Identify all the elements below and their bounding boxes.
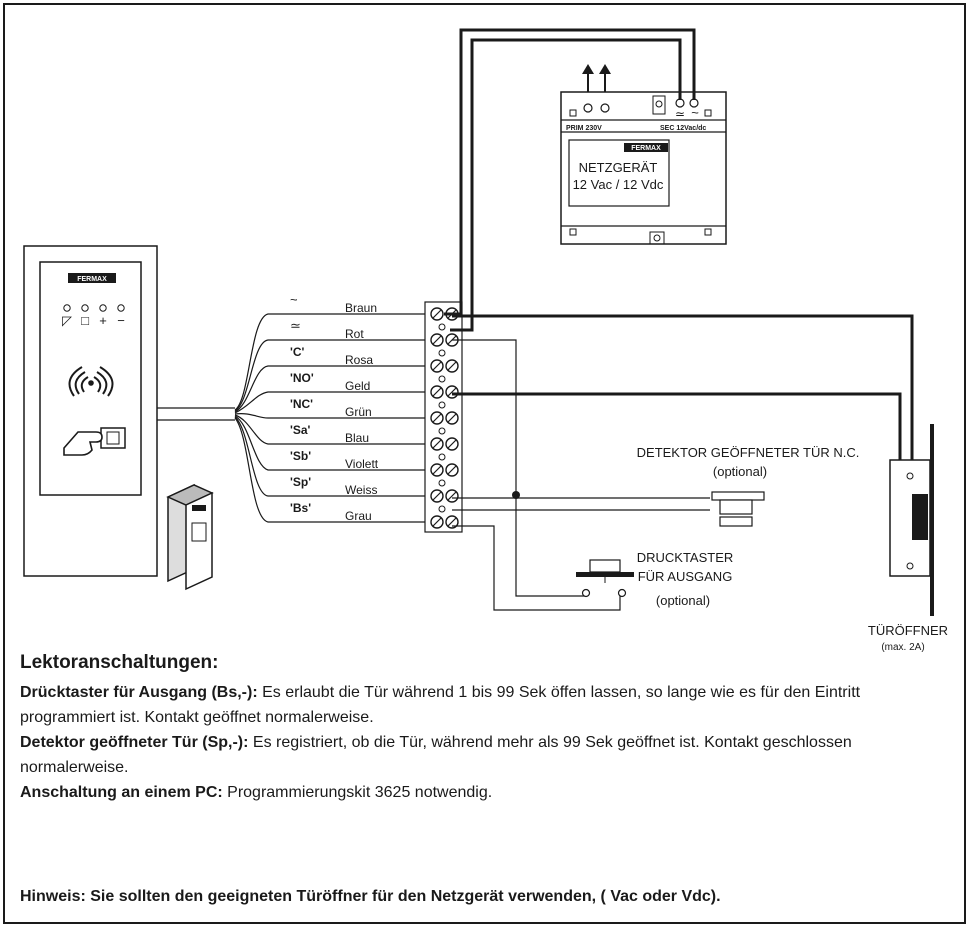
- reader-small-illustration-icon: [166, 483, 214, 591]
- paragraph-detector-title: Detektor geöffneter Tür (Sp,-):: [20, 734, 249, 751]
- psu-screw: [583, 103, 593, 113]
- button-symbol-3: +: [99, 313, 107, 328]
- hand-with-card-icon: [63, 427, 126, 456]
- reader-brand-plate: [68, 273, 116, 283]
- exit-push-button: DRUCKTASTER FÜR AUSGANG (optional): [576, 550, 733, 608]
- note-text: Hinweis: Sie sollten den geeigneten Türö…: [20, 888, 721, 905]
- power-supply: FERMAX NETZGERÄT 12 Vac / 12 Vdc PRIM 23…: [560, 91, 727, 245]
- paragraph-detector-body: Es registriert, ob die Tür, während mehr…: [20, 734, 852, 776]
- detector-label: DETEKTOR GEÖFFNETER TÜR N.C.: [637, 445, 860, 460]
- terminal-separator: [438, 349, 446, 357]
- detector-optional: (optional): [713, 464, 767, 479]
- door-detector: DETEKTOR GEÖFFNETER TÜR N.C. (optional): [637, 445, 860, 527]
- wire-color-8: Weiss: [345, 483, 377, 497]
- terminal-separator: [438, 453, 446, 461]
- terminal-separator: [438, 479, 446, 487]
- junction-dot: [512, 491, 520, 499]
- terminal-separator: [438, 375, 446, 383]
- wire-code-6: 'Sa': [290, 423, 311, 437]
- paragraph-push-button-title: Drücktaster für Ausgang (Bs,-):: [20, 684, 258, 701]
- terminal-separator: [438, 401, 446, 409]
- signal-wires: [452, 339, 710, 611]
- led-indicators: [63, 304, 125, 312]
- wire-code-7: 'Sb': [290, 449, 311, 463]
- button-symbol-4: −: [117, 313, 125, 328]
- button-symbol-1: ◸: [62, 313, 72, 328]
- wire-color-2: Rot: [345, 327, 364, 341]
- terminal-block: [424, 301, 463, 533]
- wire-color-6: Blau: [345, 431, 369, 445]
- wire-color-7: Violett: [345, 457, 379, 471]
- psu-sec-label: SEC 12Vac/dc: [660, 125, 706, 132]
- door-opener: TÜRÖFFNER (max. 2A): [868, 424, 948, 653]
- paragraph-detector: Detektor geöffneter Tür (Sp,-): Es regis…: [20, 730, 954, 780]
- door-opener-max: (max. 2A): [881, 642, 924, 653]
- button-symbol-2: □: [81, 313, 89, 328]
- paragraph-push-button-body: Es erlaubt die Tür während 1 bis 99 Sek …: [20, 684, 861, 726]
- terminal-separator: [438, 427, 446, 435]
- wire-code-3: 'C': [290, 345, 305, 359]
- wire-code-5: 'NC': [290, 397, 313, 411]
- wire-color-3: Rosa: [345, 353, 373, 367]
- description-text: Lektoranschaltungen: Drücktaster für Aus…: [20, 652, 954, 805]
- wire-labels: ~ Braun ≃ Rot 'C' Rosa 'NO' Geld 'NC' Gr…: [290, 292, 379, 523]
- page-frame: [3, 3, 966, 924]
- push-button-label-2: FÜR AUSGANG: [638, 569, 733, 584]
- push-button-label-1: DRUCKTASTER: [637, 550, 734, 565]
- paragraph-pc: Anschaltung an einem PC: Programmierungs…: [20, 780, 954, 805]
- cable-bundle: [157, 313, 425, 523]
- svg-text:~: ~: [691, 105, 699, 120]
- section-heading: Lektoranschaltungen:: [20, 652, 219, 673]
- wire-code-1: ~: [290, 292, 298, 307]
- psu-brand: FERMAX: [631, 145, 661, 152]
- wire-color-1: Braun: [345, 301, 377, 315]
- rfid-waves-icon: [68, 366, 114, 397]
- svg-text:≃: ≃: [675, 107, 685, 121]
- psu-title: NETZGERÄT: [579, 160, 658, 175]
- wire-color-4: Geld: [345, 379, 370, 393]
- wire-code-8: 'Sp': [290, 475, 311, 489]
- terminal-separator: [438, 505, 446, 513]
- door-opener-label: TÜRÖFFNER: [868, 623, 948, 638]
- mains-input-arrows: [582, 64, 611, 92]
- paragraph-pc-body: Programmierungskit 3625 notwendig.: [222, 784, 493, 801]
- paragraph-push-button: Drücktaster für Ausgang (Bs,-): Es erlau…: [20, 680, 954, 730]
- wire-color-5: Grün: [345, 405, 372, 419]
- paragraph-pc-title: Anschaltung an einem PC:: [20, 784, 223, 801]
- wire-code-9: 'Bs': [290, 501, 311, 515]
- psu-subtitle: 12 Vac / 12 Vdc: [573, 177, 664, 192]
- card-reader-unit: FERMAX ◸ □ + −: [23, 245, 158, 577]
- wire-code-4: 'NO': [290, 371, 314, 385]
- psu-screw: [600, 103, 610, 113]
- psu-brand-plate: [624, 143, 668, 152]
- wire-code-2: ≃: [290, 318, 301, 333]
- reader-brand: FERMAX: [77, 276, 107, 283]
- psu-prim-label: PRIM 230V: [566, 125, 602, 132]
- push-button-optional: (optional): [656, 593, 710, 608]
- wire-color-9: Grau: [345, 509, 372, 523]
- power-wires: [444, 28, 914, 463]
- wiring-diagram: FERMAX ◸ □ + −: [23, 28, 948, 653]
- terminal-separator: [438, 323, 446, 331]
